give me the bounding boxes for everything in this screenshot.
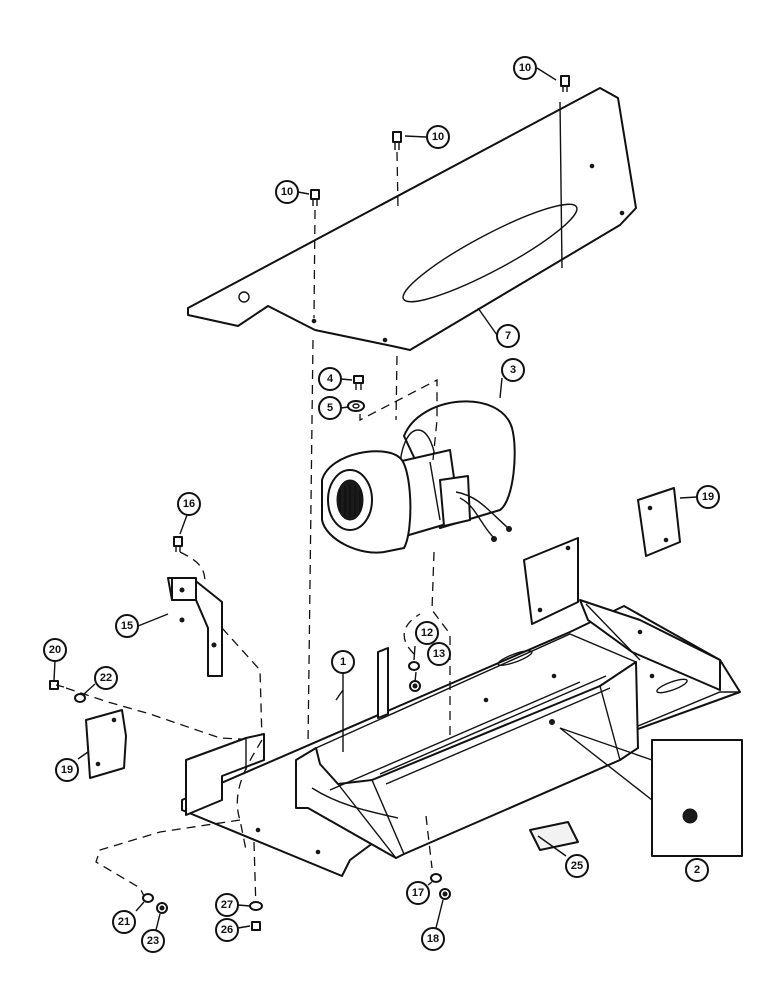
callout-label: 1 [340, 656, 346, 668]
nut-13 [409, 680, 421, 692]
cover-plate-19-right [637, 487, 681, 557]
base-housing-assembly [181, 537, 741, 877]
callout-label: 20 [49, 644, 61, 656]
callout-label: 22 [100, 672, 112, 684]
callout-1: 1 [331, 650, 355, 674]
callout-10-right: 10 [513, 56, 537, 80]
bolt-10-right [560, 75, 570, 92]
callout-26: 26 [215, 918, 239, 942]
callout-label: 7 [505, 330, 511, 342]
callout-label: 27 [221, 899, 233, 911]
callout-10-left: 10 [275, 180, 299, 204]
callout-label: 18 [427, 933, 439, 945]
screw-4 [353, 375, 364, 390]
callout-12: 12 [415, 621, 439, 645]
callout-15: 15 [115, 614, 139, 638]
callout-label: 19 [61, 764, 73, 776]
callout-label: 17 [412, 887, 424, 899]
callout-label: 12 [421, 627, 433, 639]
callout-19-left: 19 [55, 758, 79, 782]
cover-plate-19-left [85, 709, 127, 779]
callout-label: 4 [327, 373, 334, 385]
callout-group [77, 67, 698, 929]
callout-2: 2 [685, 858, 709, 882]
nut-22 [74, 693, 86, 703]
washer-21 [142, 893, 154, 903]
callout-5: 5 [318, 396, 342, 420]
bracket-15 [167, 577, 223, 677]
callout-25: 25 [565, 854, 589, 878]
callout-label: 2 [694, 864, 700, 876]
bolt-10-middle [392, 131, 402, 150]
callout-13: 13 [427, 642, 451, 666]
washer-12 [408, 661, 420, 671]
nut-18 [439, 888, 451, 900]
callout-label: 15 [121, 620, 133, 632]
callout-label: 19 [702, 491, 714, 503]
callout-17: 17 [406, 881, 430, 905]
callout-label: 21 [118, 916, 130, 928]
callout-label: 26 [221, 924, 233, 936]
callout-7: 7 [496, 324, 520, 348]
callout-label: 10 [519, 62, 531, 74]
pad-25 [529, 821, 579, 851]
callout-18: 18 [421, 927, 445, 951]
callout-label: 25 [571, 860, 583, 872]
washer-5 [347, 400, 365, 412]
callout-label: 16 [183, 498, 195, 510]
callout-27: 27 [215, 893, 239, 917]
callout-label: 23 [147, 935, 159, 947]
callout-21: 21 [112, 910, 136, 934]
callout-22: 22 [94, 666, 118, 690]
washer-27 [249, 901, 263, 911]
detail-inset-2 [559, 727, 743, 857]
callout-16: 16 [177, 492, 201, 516]
callout-20: 20 [43, 638, 67, 662]
bolt-16 [173, 536, 183, 552]
blower-motor-assembly [321, 400, 516, 554]
callout-23: 23 [141, 929, 165, 953]
callout-label: 5 [327, 402, 333, 414]
callout-label: 10 [281, 186, 293, 198]
nut-23 [156, 902, 168, 914]
callout-label: 3 [510, 364, 516, 376]
screw-26 [251, 921, 261, 931]
screw-20 [49, 680, 65, 690]
callout-label: 13 [433, 648, 445, 660]
callout-19-right: 19 [696, 485, 720, 509]
callout-10-middle: 10 [426, 125, 450, 149]
callout-3: 3 [501, 358, 525, 382]
washer-17 [430, 873, 442, 883]
callout-4: 4 [318, 367, 342, 391]
bolt-10-left [310, 189, 320, 206]
top-cover-plate [187, 87, 637, 351]
callout-label: 10 [432, 131, 444, 143]
